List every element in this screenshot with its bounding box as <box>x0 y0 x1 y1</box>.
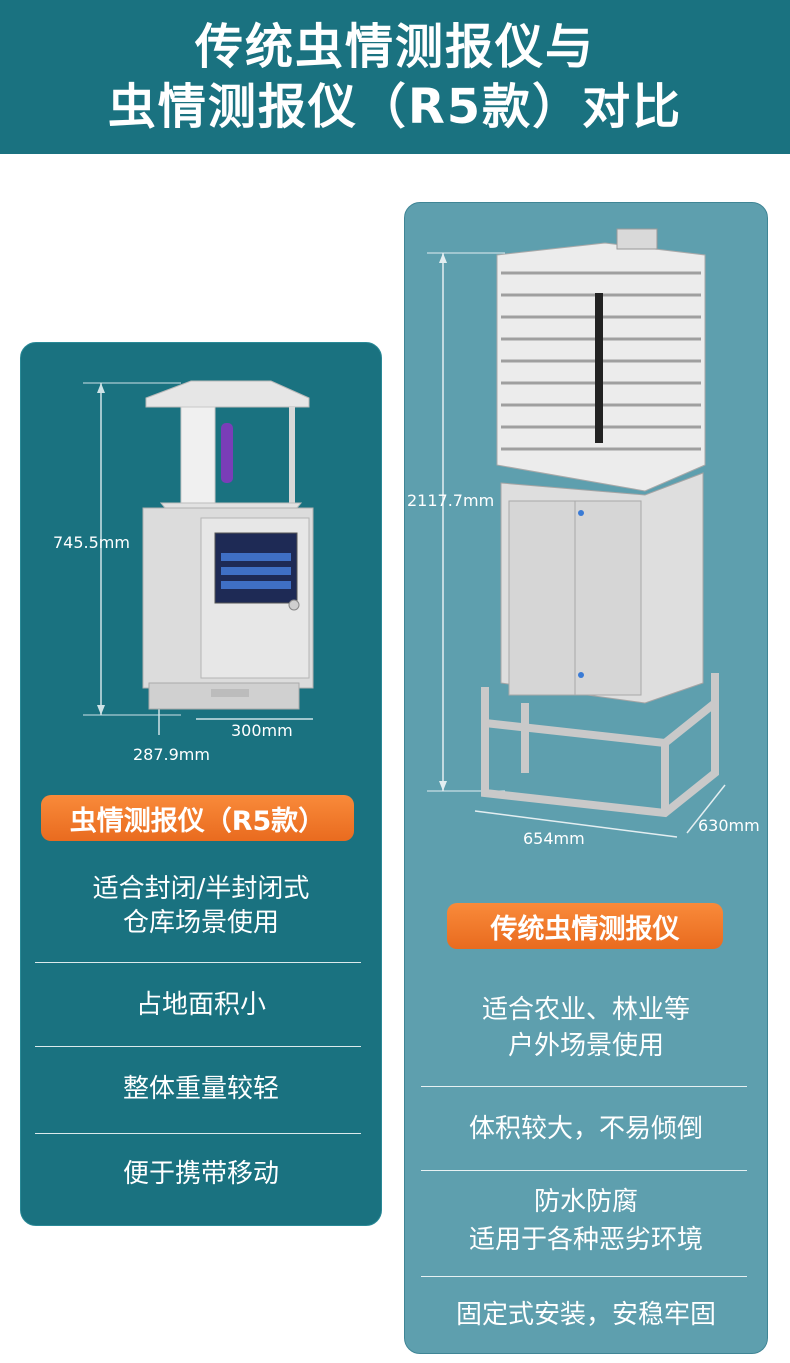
page-title-line2: 虫情测报仪（R5款）对比 <box>107 79 683 135</box>
r5-comparison-card: 745.5mm 300mm 287.9mm 虫情测报仪（R5款） 适合封闭/半封… <box>20 342 382 1226</box>
r5-depth-dimension: 287.9mm <box>133 745 210 764</box>
traditional-feature-3b: 适用于各种恶劣环境 <box>468 1225 703 1255</box>
traditional-width-dimension: 654mm <box>523 829 585 848</box>
traditional-depth-dimension: 630mm <box>698 816 760 835</box>
traditional-feature-2: 体积较大，不易倾倒 <box>468 1114 703 1144</box>
divider <box>35 1046 361 1047</box>
traditional-feature-1b: 户外场景使用 <box>507 1031 664 1061</box>
traditional-feature-3a: 防水防腐 <box>533 1187 638 1217</box>
divider <box>35 962 361 963</box>
r5-feature-3: 整体重量较轻 <box>122 1074 279 1104</box>
traditional-feature-4: 固定式安装，安稳牢固 <box>455 1300 716 1330</box>
traditional-feature-1a: 适合农业、林业等 <box>481 995 690 1025</box>
r5-feature-2: 占地面积小 <box>135 990 266 1020</box>
page-header: 传统虫情测报仪与 虫情测报仪（R5款）对比 <box>0 0 790 154</box>
divider <box>35 1133 361 1134</box>
divider <box>421 1086 747 1087</box>
r5-height-dimension: 745.5mm <box>53 533 130 552</box>
traditional-height-dimension: 2117.7mm <box>407 491 495 510</box>
traditional-comparison-card: 2117.7mm 654mm 630mm 传统虫情测报仪 适合农业、林业等 户外… <box>404 202 768 1354</box>
r5-title-badge: 虫情测报仪（R5款） <box>41 795 354 841</box>
r5-device-image <box>83 380 314 735</box>
traditional-title-badge: 传统虫情测报仪 <box>447 903 723 949</box>
divider <box>421 1170 747 1171</box>
r5-feature-1a: 适合封闭/半封闭式 <box>92 874 310 904</box>
traditional-device-image <box>427 228 726 838</box>
r5-feature-4: 便于携带移动 <box>122 1159 279 1189</box>
page-title-line1: 传统虫情测报仪与 <box>194 19 595 75</box>
divider <box>421 1276 747 1277</box>
r5-width-dimension: 300mm <box>231 721 293 740</box>
r5-feature-1b: 仓库场景使用 <box>122 908 279 938</box>
